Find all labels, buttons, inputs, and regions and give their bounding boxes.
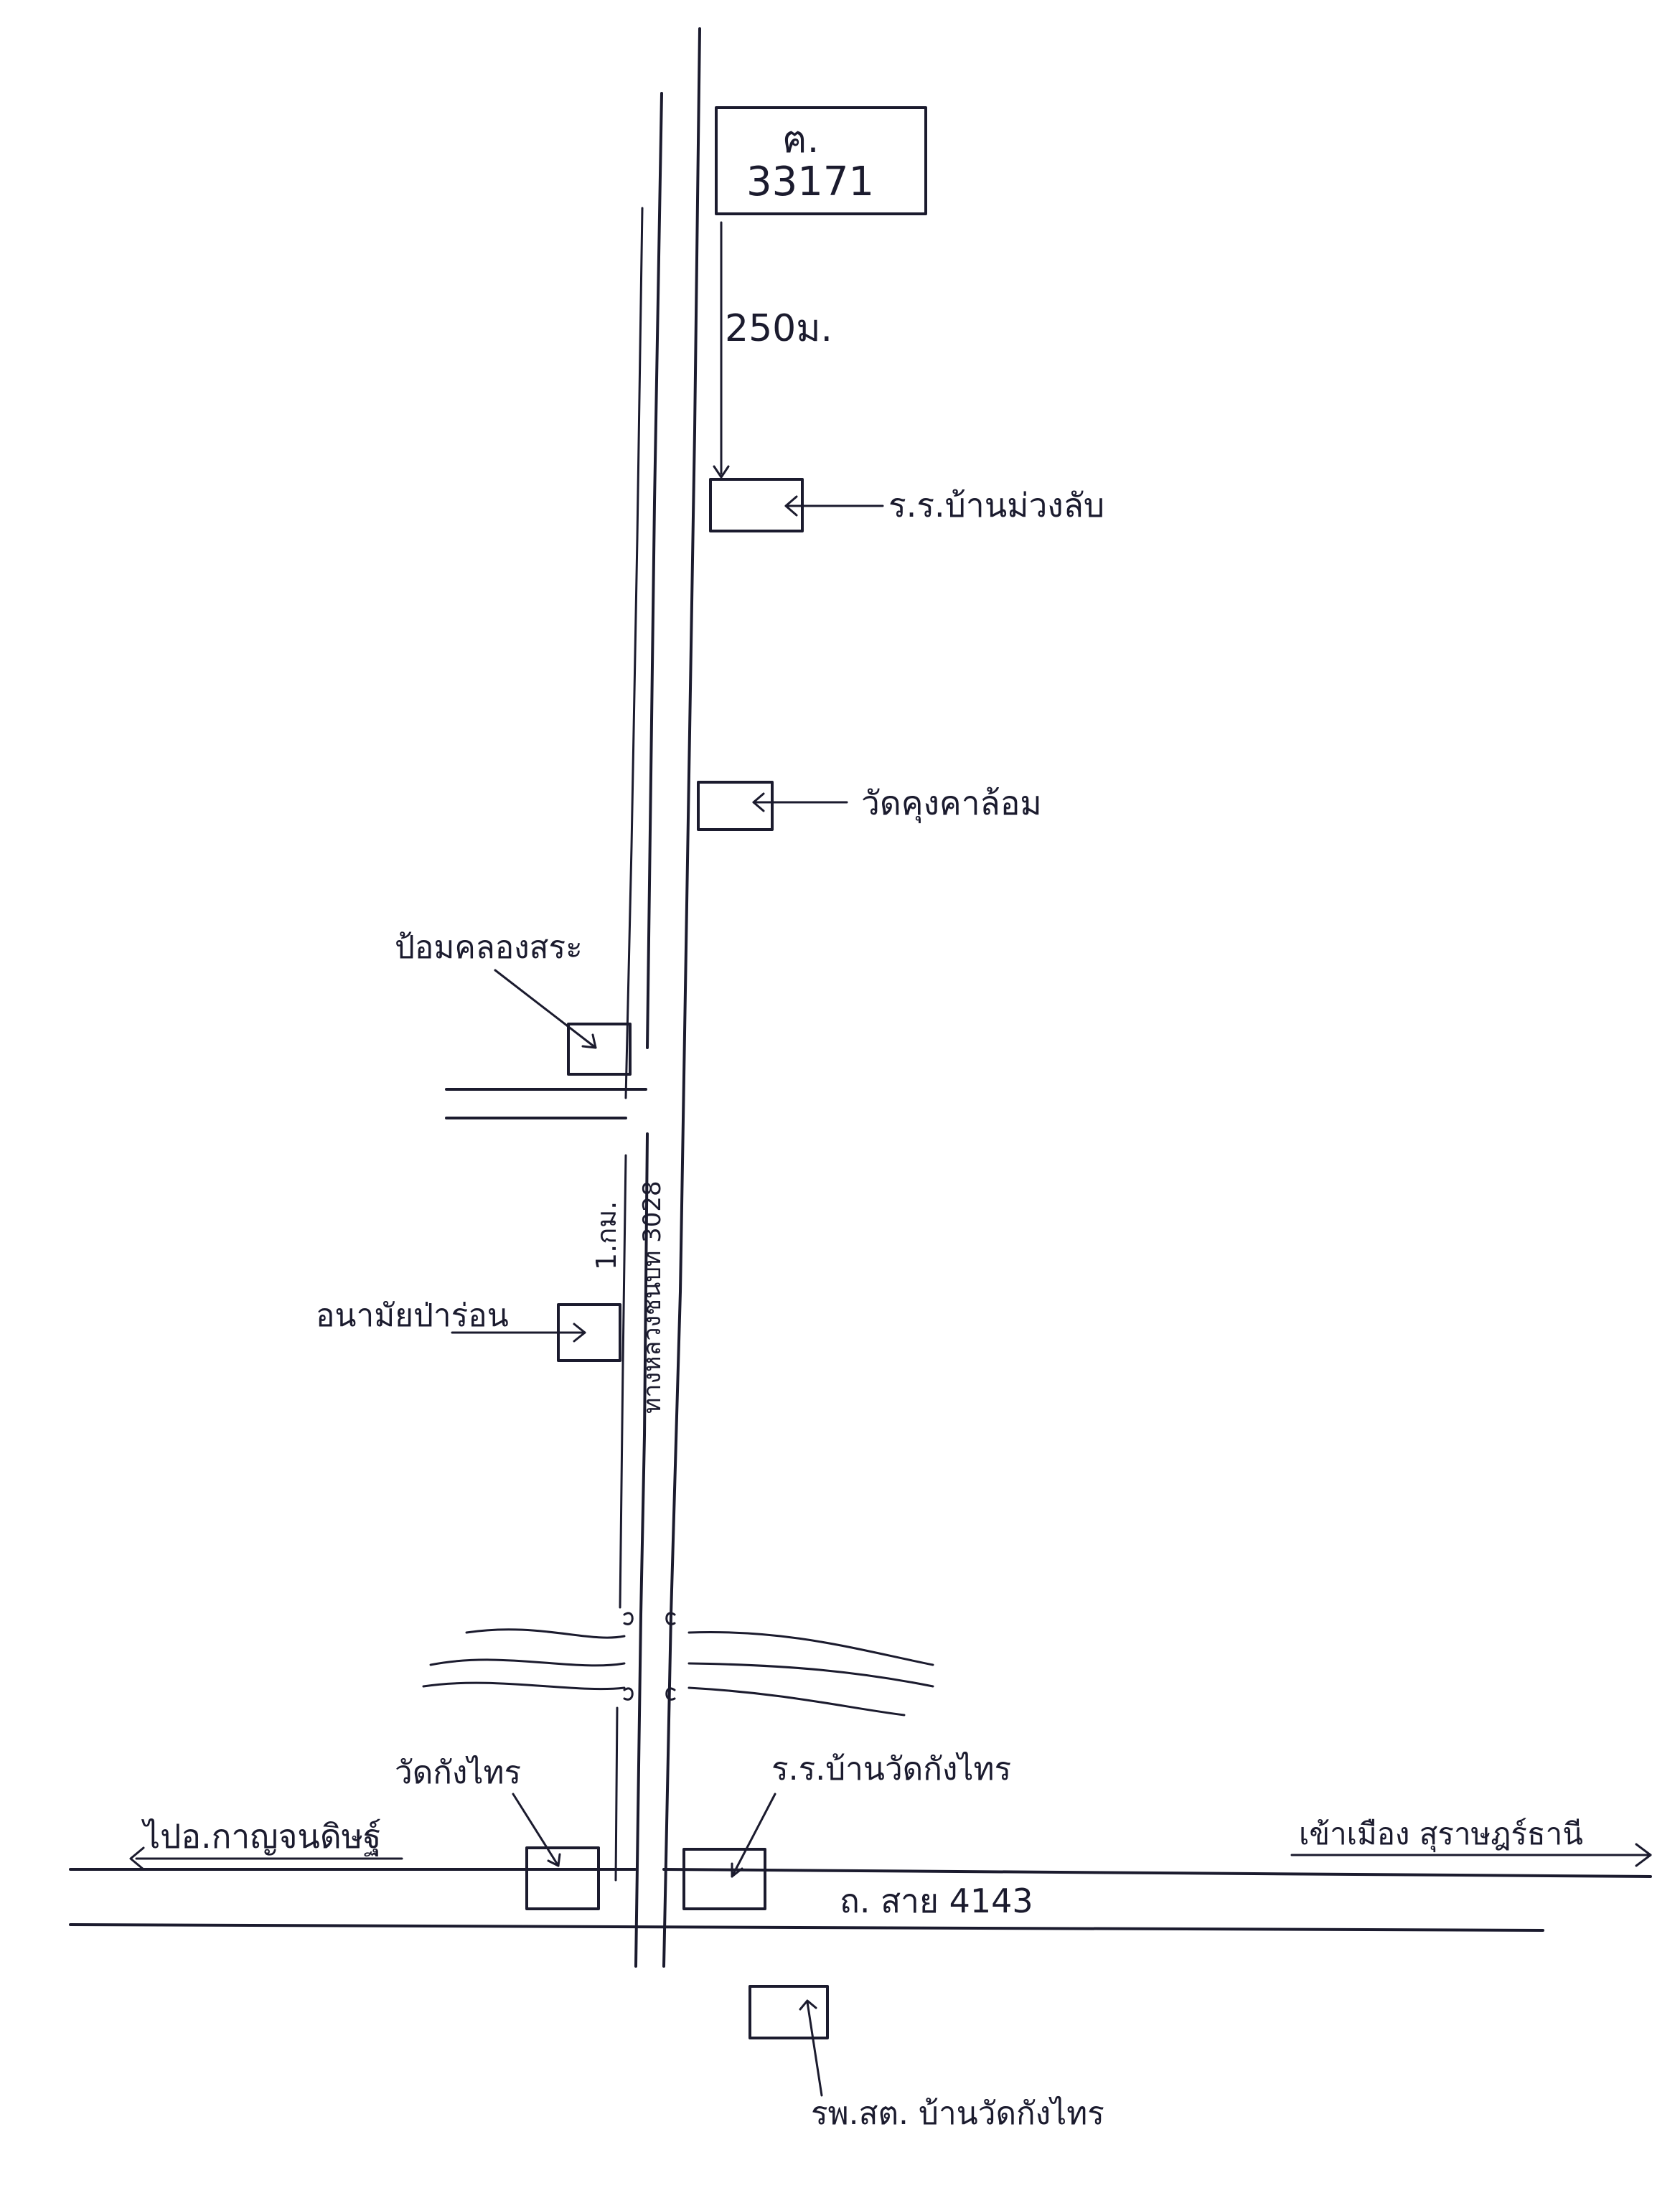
- temple-bua-thai: วัดกังไทร: [395, 1755, 600, 1910]
- school-wat-bua-thai-label: ร.ร.บ้านวัดกังไทร: [771, 1751, 1011, 1788]
- health-center: อนามัยป่าร่อน: [316, 1297, 621, 1362]
- to-surat-label: เข้าเมือง สุราษฎร์ธานี: [1299, 1816, 1583, 1853]
- marker-box-line1: ฅ.: [782, 118, 819, 161]
- distance-label: 250ม.: [725, 307, 832, 350]
- temple-bua-thai-label: วัดกังไทร: [395, 1755, 521, 1791]
- checkpoint-khlong-sa-label: ป้อมคลองสระ: [395, 929, 583, 966]
- temple-khung-khalong-label: วัดคุงคาล้อม: [861, 784, 1042, 824]
- school-muang-lab: ร.ร.บ้านม่วงลับ: [709, 478, 1104, 532]
- checkpoint-khlong-sa: ป้อมคลองสระ: [395, 929, 632, 1076]
- marker-box: ฅ. 33171: [715, 106, 927, 215]
- hospital: รพ.สต. บ้านวัดกังไทร: [749, 1985, 1104, 2132]
- distance-250m: 250ม.: [713, 221, 832, 479]
- road-4143-label: ถ. สาย 4143: [840, 1882, 1033, 1920]
- school-muang-lab-label: ร.ร.บ้านม่วงลับ: [888, 486, 1104, 525]
- hospital-label: รพ.สต. บ้านวัดกังไทร: [811, 2095, 1104, 2132]
- distance-1km-label: 1.กม.: [591, 1201, 622, 1270]
- river: [422, 1612, 934, 1717]
- to-kanchanadit-arrow: [129, 1846, 403, 1871]
- road-4143: [69, 1868, 1652, 1932]
- marker-box-line2: 33171: [746, 159, 874, 205]
- side-road-west: [445, 1088, 647, 1119]
- highway-3028-label: ทางหลวงชนบท 3028: [638, 1180, 667, 1414]
- temple-khung-khalong: วัดคุงคาล้อม: [697, 781, 1042, 831]
- to-kanchanadit-label: ไปอ.กาญจนดิษฐ์: [141, 1817, 381, 1856]
- health-center-label: อนามัยป่าร่อน: [316, 1297, 509, 1334]
- to-surat-arrow: [1290, 1843, 1652, 1867]
- highway-3028-road: [614, 27, 701, 1968]
- school-wat-bua-thai: ร.ร.บ้านวัดกังไทร: [682, 1751, 1011, 1910]
